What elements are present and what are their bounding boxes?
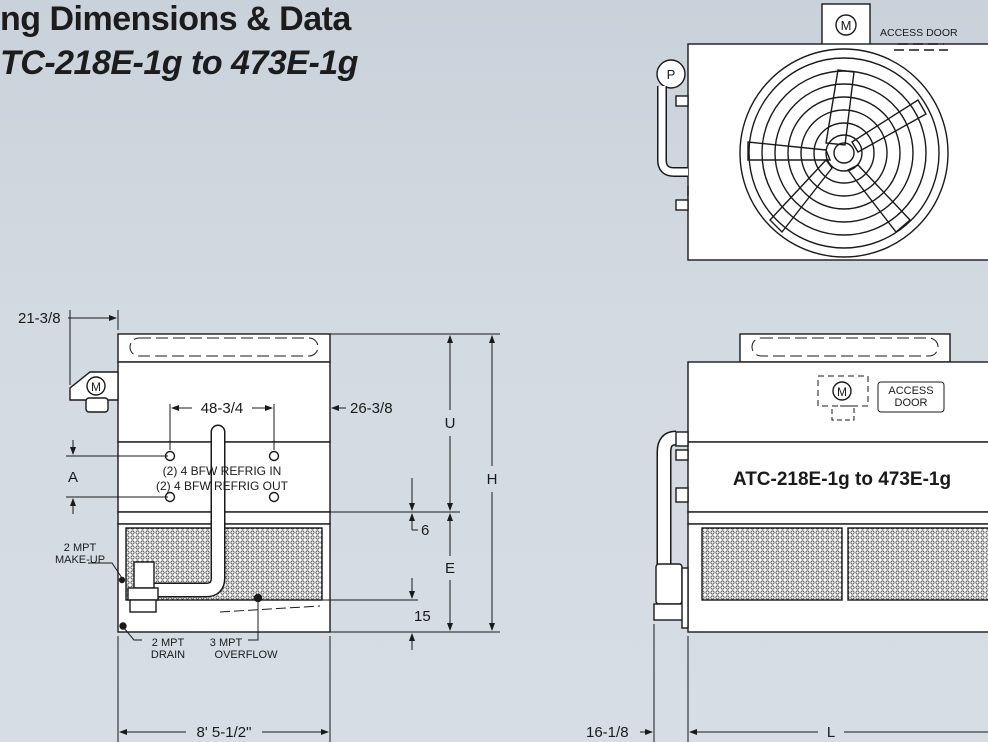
top-motor-icon [835, 14, 857, 36]
fan-hub [833, 142, 855, 164]
left-pump-motor [133, 561, 155, 589]
right-motor-icon [832, 381, 852, 401]
right-model-label: ATC-218E-1g to 473E-1g [733, 469, 951, 490]
right-air-inlet-right [847, 527, 988, 601]
left-elevation: M [69, 333, 331, 633]
right-motor-symbol: M [837, 385, 847, 399]
left-motor-icon [86, 376, 106, 396]
dim-16-1-8: 16-1/8 [586, 724, 629, 741]
left-fan-shroud [117, 333, 331, 363]
fan-blade [747, 141, 832, 161]
dim-26-3-8: 26-3/8 [350, 400, 393, 417]
dim-21-3-8: 21-3/8 [18, 310, 61, 327]
page-title-line-2: TC-218E-1g to 473E-1g [0, 44, 358, 82]
dim-E: E [445, 560, 455, 577]
right-fan-section [687, 361, 988, 443]
makeup-connection [118, 576, 126, 584]
right-access-door [877, 381, 945, 413]
fan-blade [851, 99, 927, 153]
dim-U: U [445, 415, 456, 432]
overflow-label-line-2: OVERFLOW [215, 649, 279, 661]
dim-6: 6 [421, 522, 429, 539]
overflow-label-line-1: 3 MPT [210, 637, 243, 649]
page-title-line-1: ng Dimensions & Data [0, 0, 351, 38]
dim-48-3-4: 48-3/4 [201, 400, 244, 417]
right-basin-band [687, 511, 988, 525]
left-motor-symbol: M [91, 380, 101, 394]
top-pump-symbol: P [667, 67, 676, 82]
right-air-inlet-left [701, 527, 843, 601]
drain-label-line-1: 2 MPT [152, 637, 185, 649]
right-access-label-line-1: ACCESS [888, 385, 933, 397]
fan-blade [769, 158, 833, 234]
left-dimensions [66, 310, 500, 742]
drain-label-line-2: DRAIN [151, 649, 185, 661]
refrig-in-connection [268, 450, 280, 462]
left-pump [129, 599, 157, 613]
fan-blade [825, 69, 855, 146]
fan-blade [846, 164, 912, 234]
dim-L: L [827, 724, 835, 741]
refrig-in-label: (2) 4 BFW REFRIG IN [163, 464, 282, 478]
top-access-door-label: ACCESS DOOR [880, 27, 958, 39]
top-pump-icon [656, 59, 686, 89]
refrig-out-label: (2) 4 BFW REFRIG OUT [156, 479, 289, 493]
refrig-out-connection [268, 491, 280, 503]
right-coil-section [687, 441, 988, 513]
right-pump [655, 563, 683, 605]
top-view: M ACCESS DOOR P [656, 3, 988, 261]
makeup-label-line-1: 2 MPT [64, 542, 97, 554]
right-dimensions [640, 624, 988, 742]
dim-15: 15 [414, 608, 431, 625]
dim-H: H [487, 471, 498, 488]
right-access-label-line-2: DOOR [895, 397, 928, 409]
dim-overall-width: 8' 5-1/2" [197, 724, 252, 741]
top-motor-symbol: M [841, 18, 852, 33]
makeup-label-line-2: MAKE-UP [55, 554, 105, 566]
overflow-connection [253, 593, 263, 603]
left-labels: 21-3/8 48-3/4 26-3/8 (2) 4 BFW REFRIG IN… [18, 310, 497, 741]
dim-A: A [68, 469, 78, 486]
drain-connection [119, 622, 127, 630]
right-elevation [653, 333, 988, 633]
